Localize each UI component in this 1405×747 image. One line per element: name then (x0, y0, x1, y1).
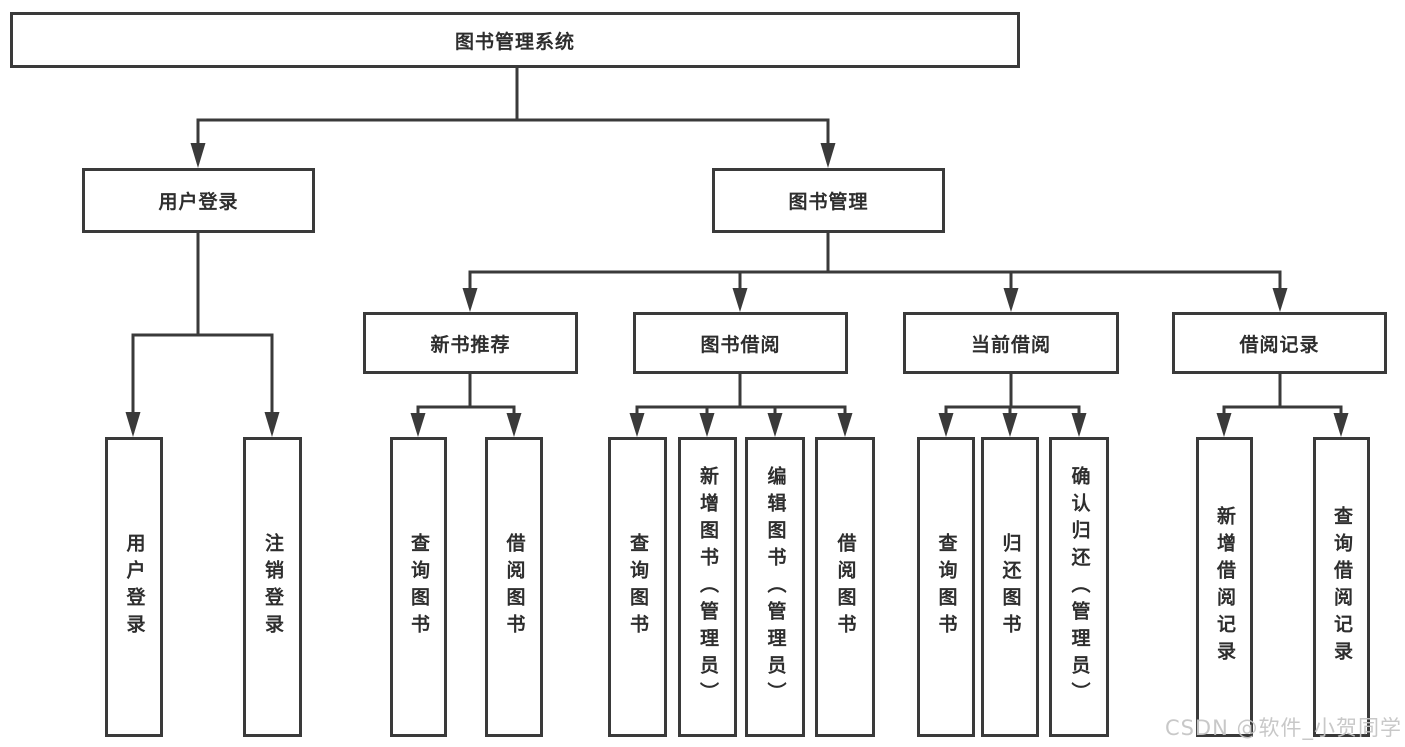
node-leaf-return-books-label: 归还图书 (999, 533, 1022, 641)
node-root: 图书管理系统 (10, 12, 1020, 68)
node-leaf-add-books-admin: 新增图书（管理员） (678, 437, 737, 737)
node-leaf-borrow-books: 借阅图书 (815, 437, 875, 737)
node-leaf-cur-query-books-label: 查询图书 (935, 533, 958, 641)
node-leaf-query-borrow-record: 查询借阅记录 (1313, 437, 1370, 737)
node-leaf-confirm-return-admin: 确认归还（管理员） (1049, 437, 1109, 737)
node-leaf-add-books-admin-label: 新增图书（管理员） (697, 465, 719, 709)
node-borrowing-records: 借阅记录 (1172, 312, 1387, 374)
node-leaf-borrow-query-books: 查询图书 (608, 437, 667, 737)
node-user-login-label: 用户登录 (158, 191, 239, 213)
node-book-borrowing: 图书借阅 (633, 312, 848, 374)
node-leaf-edit-books-admin: 编辑图书（管理员） (745, 437, 805, 737)
node-book-management-label: 图书管理 (788, 191, 869, 213)
connector-borrow-to-children (629, 372, 853, 437)
node-leaf-rec-borrow-books-label: 借阅图书 (503, 533, 526, 641)
node-leaf-rec-query-books-label: 查询图书 (408, 533, 430, 641)
node-user-login: 用户登录 (82, 168, 315, 233)
node-leaf-user-login-label: 用户登录 (123, 533, 146, 641)
node-leaf-rec-query-books: 查询图书 (390, 437, 447, 737)
node-new-book-recommend-label: 新书推荐 (430, 333, 511, 356)
node-leaf-add-borrow-record-label: 新增借阅记录 (1214, 506, 1236, 668)
connector-current-to-children (938, 372, 1087, 437)
node-root-label: 图书管理系统 (454, 30, 575, 53)
node-leaf-rec-borrow-books: 借阅图书 (485, 437, 543, 737)
node-book-borrowing-label: 图书借阅 (700, 333, 781, 356)
connector-record-to-children (1216, 372, 1349, 437)
node-leaf-confirm-return-admin-label: 确认归还（管理员） (1068, 465, 1091, 709)
connector-rec-to-children (410, 372, 522, 437)
connector-mgmt-to-level3 (462, 231, 1288, 312)
node-new-book-recommend: 新书推荐 (363, 312, 578, 374)
node-leaf-add-borrow-record: 新增借阅记录 (1196, 437, 1253, 737)
node-current-borrowing-label: 当前借阅 (970, 333, 1051, 356)
csdn-watermark: CSDN @软件_小贺同学 (1164, 716, 1402, 740)
node-leaf-return-books: 归还图书 (981, 437, 1039, 737)
node-leaf-logout-label: 注销登录 (262, 533, 284, 641)
node-leaf-edit-books-admin-label: 编辑图书（管理员） (764, 465, 787, 709)
node-book-management: 图书管理 (712, 168, 945, 233)
connector-login-to-children (125, 231, 280, 437)
node-leaf-query-borrow-record-label: 查询借阅记录 (1331, 506, 1353, 668)
node-leaf-borrow-books-label: 借阅图书 (834, 533, 857, 641)
node-leaf-cur-query-books: 查询图书 (917, 437, 975, 737)
node-leaf-logout: 注销登录 (243, 437, 302, 737)
node-borrowing-records-label: 借阅记录 (1239, 333, 1320, 356)
node-leaf-borrow-query-books-label: 查询图书 (627, 533, 649, 641)
node-current-borrowing: 当前借阅 (903, 312, 1119, 374)
connector-root-to-level2 (190, 66, 836, 168)
node-leaf-user-login: 用户登录 (105, 437, 163, 737)
